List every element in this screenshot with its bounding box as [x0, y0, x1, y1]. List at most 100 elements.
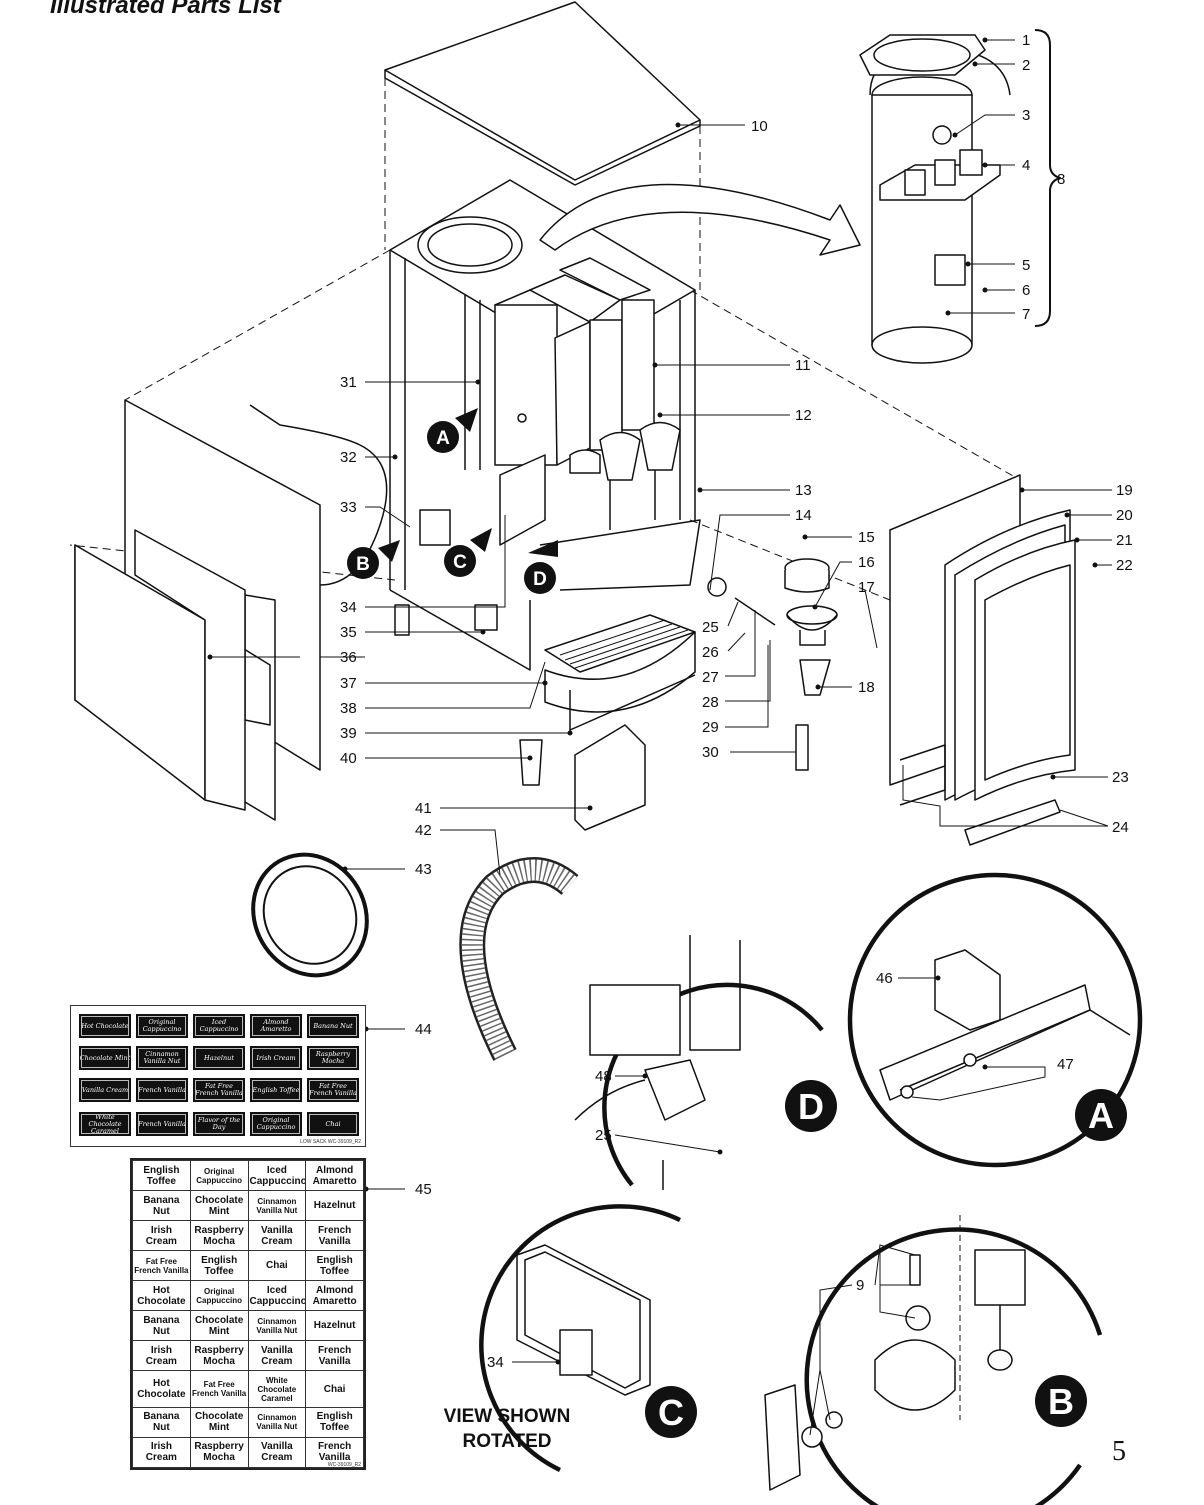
table-cell: English Toffee — [132, 1159, 191, 1192]
table-cell: French Vanilla — [305, 1436, 364, 1469]
table-cell: Cinnamon Vanilla Nut — [247, 1406, 307, 1438]
marker-c: C — [444, 545, 476, 577]
table-cell: English Toffee — [305, 1250, 364, 1282]
flavor-label: Almond Amaretto — [250, 1014, 302, 1038]
callout-41: 41 — [415, 800, 432, 817]
page-header: Illustrated Parts List — [50, 0, 281, 19]
table-cell: Chai — [305, 1370, 364, 1408]
callout-19: 19 — [1116, 482, 1133, 499]
callout-27: 27 — [702, 669, 719, 686]
svg-text:B: B — [356, 554, 370, 575]
flavor-label: Fat Free French Vanilla — [307, 1078, 359, 1102]
table-cell: Cinnamon Vanilla Nut — [247, 1190, 307, 1222]
label-sheet-code: LOW SACK WC-39109_R2 — [300, 1139, 361, 1145]
table-cell: Hot Chocolate — [132, 1370, 191, 1408]
flavor-label: Irish Cream — [250, 1046, 302, 1070]
table-cell: Original Cappuccino — [189, 1159, 249, 1192]
callout-30: 30 — [702, 744, 719, 761]
ingredient-canisters — [494, 257, 655, 466]
svg-text:B: B — [1048, 1381, 1074, 1422]
callout-45: 45 — [415, 1181, 432, 1198]
flavor-label: White Chocolate Caramel — [79, 1112, 131, 1136]
view-note-line1: VIEW SHOWN — [444, 1406, 571, 1427]
callout-25: 25 — [702, 619, 719, 636]
callout-31: 31 — [340, 374, 357, 391]
table-cell: Banana Nut — [132, 1310, 191, 1342]
flavor-label: Iced Cappuccino — [193, 1014, 245, 1038]
callout-18: 18 — [858, 679, 875, 696]
svg-text:A: A — [1088, 1095, 1114, 1136]
callout-21: 21 — [1116, 532, 1133, 549]
marker-d: D — [524, 562, 556, 594]
callout-47: 47 — [1057, 1056, 1074, 1073]
callout-10: 10 — [751, 118, 768, 135]
cabinet-frame — [389, 179, 696, 671]
callout-16: 16 — [858, 554, 875, 571]
callout-44: 44 — [415, 1021, 432, 1038]
table-cell: English Toffee — [189, 1250, 249, 1282]
view-note-line2: ROTATED — [462, 1431, 551, 1452]
table-cell: White Chocolate Caramel — [247, 1370, 307, 1408]
flavor-label: Hazelnut — [193, 1046, 245, 1070]
svg-text:D: D — [533, 569, 547, 590]
callout-22: 22 — [1116, 557, 1133, 574]
detail-marker-a: A — [1075, 1089, 1127, 1141]
table-cell: Chocolate Mint — [189, 1310, 249, 1342]
flavor-label: Cinnamon Vanilla Nut — [136, 1046, 188, 1070]
table-cell: Fat Free French Vanilla — [189, 1370, 249, 1408]
table-cell: French Vanilla — [305, 1220, 364, 1252]
callout-34: 34 — [340, 599, 357, 616]
svg-text:C: C — [453, 552, 467, 573]
top-lid-panel — [384, 1, 701, 181]
table-cell: Hazelnut — [305, 1190, 364, 1222]
table-cell: Cinnamon Vanilla Nut — [247, 1310, 307, 1342]
callout-40: 40 — [340, 750, 357, 767]
flavor-label: Chocolate Mint — [79, 1046, 131, 1070]
explode-arrow — [539, 183, 861, 256]
tubing-coil — [251, 852, 369, 978]
callout-46: 46 — [876, 970, 893, 987]
table-cell: Fat Free French Vanilla — [132, 1250, 191, 1282]
table-cell: Raspberry Mocha — [189, 1220, 249, 1252]
table-cell: Banana Nut — [132, 1190, 191, 1222]
callout-14: 14 — [795, 507, 812, 524]
table-cell: Raspberry Mocha — [189, 1340, 249, 1372]
table-cell: Banana Nut — [132, 1406, 191, 1438]
callout-7: 7 — [1022, 306, 1030, 323]
svg-text:C: C — [658, 1392, 684, 1433]
marker-a: A — [427, 421, 459, 453]
table-cell: Hot Chocolate — [132, 1280, 191, 1312]
callout-9: 9 — [856, 1277, 864, 1294]
svg-text:D: D — [798, 1086, 824, 1127]
table-cell: Vanilla Cream — [247, 1220, 307, 1252]
callout-20: 20 — [1116, 507, 1133, 524]
flavor-label: French Vanilla — [136, 1078, 188, 1102]
callout-15: 15 — [858, 529, 875, 546]
table-cell: Irish Cream — [132, 1340, 191, 1372]
flavor-label: Banana Nut — [307, 1014, 359, 1038]
detail-marker-c: C — [645, 1386, 697, 1438]
callout-3: 3 — [1022, 107, 1030, 124]
detail-view-a-circle — [847, 872, 1143, 1168]
callout-32: 32 — [340, 449, 357, 466]
callout-1: 1 — [1022, 32, 1030, 49]
flavor-label: Flavor of the Day — [193, 1112, 245, 1136]
svg-text:A: A — [436, 428, 450, 449]
table-cell: Iced Cappuccino — [247, 1159, 307, 1192]
detail-view-b-circle — [804, 1227, 1103, 1505]
drip-tray — [544, 614, 696, 731]
table-cell: Original Cappuccino — [189, 1280, 249, 1312]
control-board — [516, 1244, 651, 1396]
callout-42: 42 — [415, 822, 432, 839]
